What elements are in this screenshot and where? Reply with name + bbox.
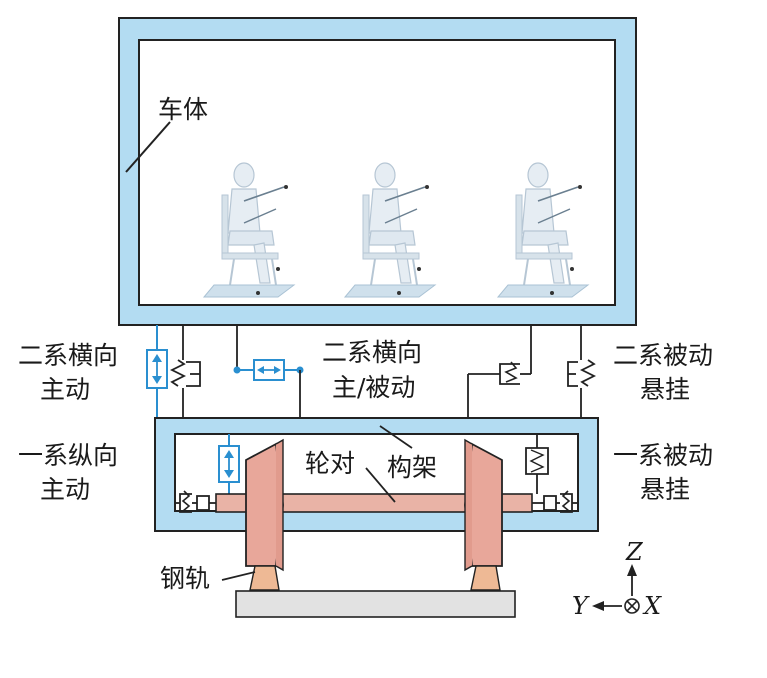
label-secondary-lateral-active-passive-line1: 二系横向 (322, 338, 422, 367)
label-secondary-lateral-active-line2: 主动 (40, 375, 90, 404)
label-rail: 钢轨 (160, 564, 210, 593)
label-primary-longitudinal-active-line2: 主动 (40, 475, 90, 504)
primary-left-damper (175, 490, 219, 513)
label-primary-passive-line1: 一系被动 (613, 441, 713, 470)
car-body-leader (125, 121, 171, 173)
secondary-right-spring-damper (567, 325, 595, 418)
axis-label-x: X (642, 592, 662, 620)
label-leaders (221, 425, 413, 581)
label-wheelset: 轮对 (305, 449, 355, 478)
secondary-lateral-active-actuator (146, 325, 168, 418)
secondary-lateral-active-passive-actuator (233, 325, 304, 418)
axis-label-z: Z (625, 538, 644, 566)
primary-right-spring-damper (525, 434, 549, 494)
secondary-right-lateral-damper (467, 325, 532, 418)
wheelset (215, 438, 533, 572)
car-body (118, 17, 637, 326)
label-secondary-passive-line2: 悬挂 (640, 375, 690, 404)
primary-right-damper (532, 490, 578, 513)
label-primary-passive-line2: 悬挂 (640, 475, 690, 504)
label-secondary-passive-line1: 二系被动 (613, 341, 713, 370)
coordinate-axes (592, 564, 640, 614)
secondary-left-spring-damper (171, 325, 201, 418)
y-arrow-icon (592, 601, 604, 611)
primary-longitudinal-active-actuator (218, 434, 240, 494)
label-secondary-lateral-active-passive-line2: 主/被动 (332, 373, 415, 402)
label-car-body: 车体 (158, 95, 208, 124)
rails (235, 565, 516, 618)
label-secondary-lateral-active-line1: 二系横向 (18, 341, 118, 370)
bogie-frame (154, 417, 599, 532)
x-into-page-icon (624, 598, 640, 614)
label-bogie-frame: 构架 (387, 453, 437, 482)
axis-label-y: Y (572, 592, 590, 620)
label-primary-longitudinal-active-line1: 一系纵向 (18, 441, 118, 470)
z-arrow-icon (627, 564, 637, 576)
